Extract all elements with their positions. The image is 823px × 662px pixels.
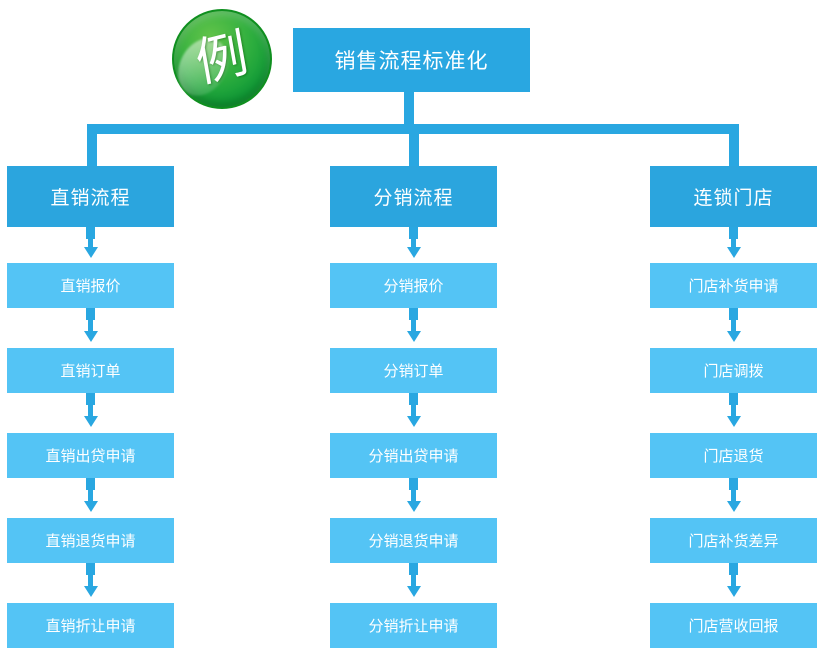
connector-drop-left [87,130,97,166]
column-header-label: 直销流程 [50,188,131,209]
root-node-label: 销售流程标准化 [334,50,489,73]
flow-node: 直销出贷申请 [7,433,174,478]
column-chain-stores: 连锁门店 门店补货申请 门店调拨 门店退货 门店补货差异 门店营收回报 [650,166,817,648]
connector-drop-right [729,130,739,166]
arrow-down-icon [7,227,174,263]
arrow-down-icon [330,393,497,433]
connector-horizontal-bar [87,124,739,134]
flow-node-label: 分销出贷申请 [368,448,459,465]
flow-node-label: 门店调拨 [703,363,764,380]
flow-node-label: 分销退货申请 [368,533,459,550]
flow-node: 分销订单 [330,348,497,393]
example-badge-label: 例 [191,24,253,94]
flow-node-label: 门店补货申请 [688,278,779,295]
column-distribution: 分销流程 分销报价 分销订单 分销出贷申请 分销退货申请 分销折让申请 [330,166,497,648]
connector-root-vertical [404,92,414,125]
flow-node: 直销报价 [7,263,174,308]
flow-node: 直销折让申请 [7,603,174,648]
arrow-down-icon [7,393,174,433]
column-header-label: 分销流程 [373,188,454,209]
flow-node-label: 直销出贷申请 [45,448,136,465]
arrow-down-icon [7,563,174,603]
flow-node: 门店营收回报 [650,603,817,648]
arrow-down-icon [650,393,817,433]
arrow-down-icon [330,478,497,518]
flow-node: 分销折让申请 [330,603,497,648]
arrow-down-icon [7,478,174,518]
arrow-down-icon [650,478,817,518]
root-node: 销售流程标准化 [293,28,530,92]
flow-node-label: 直销退货申请 [45,533,136,550]
flow-node-label: 分销报价 [383,278,444,295]
arrow-down-icon [330,308,497,348]
flow-node: 直销退货申请 [7,518,174,563]
flow-node-label: 分销折让申请 [368,618,459,635]
flow-node-label: 门店退货 [703,448,764,465]
arrow-down-icon [330,563,497,603]
flow-node: 直销订单 [7,348,174,393]
flow-node: 分销退货申请 [330,518,497,563]
flow-node: 分销报价 [330,263,497,308]
column-header: 分销流程 [330,166,497,227]
column-header: 连锁门店 [650,166,817,227]
arrow-down-icon [7,308,174,348]
flow-node: 门店补货申请 [650,263,817,308]
flow-node: 分销出贷申请 [330,433,497,478]
flow-node-label: 门店补货差异 [688,533,779,550]
flow-node: 门店调拨 [650,348,817,393]
flow-node-label: 门店营收回报 [688,618,779,635]
flow-node-label: 直销报价 [60,278,121,295]
column-direct-sales: 直销流程 直销报价 直销订单 直销出贷申请 直销退货申请 直销折让申请 [7,166,174,648]
flow-node-label: 分销订单 [383,363,444,380]
flow-node-label: 直销折让申请 [45,618,136,635]
arrow-down-icon [650,563,817,603]
arrow-down-icon [650,308,817,348]
arrow-down-icon [330,227,497,263]
connector-drop-center [409,130,419,166]
column-header: 直销流程 [7,166,174,227]
flow-node: 门店补货差异 [650,518,817,563]
arrow-down-icon [650,227,817,263]
example-badge-icon: 例 [172,9,272,109]
flow-node: 门店退货 [650,433,817,478]
flow-node-label: 直销订单 [60,363,121,380]
column-header-label: 连锁门店 [693,188,774,209]
